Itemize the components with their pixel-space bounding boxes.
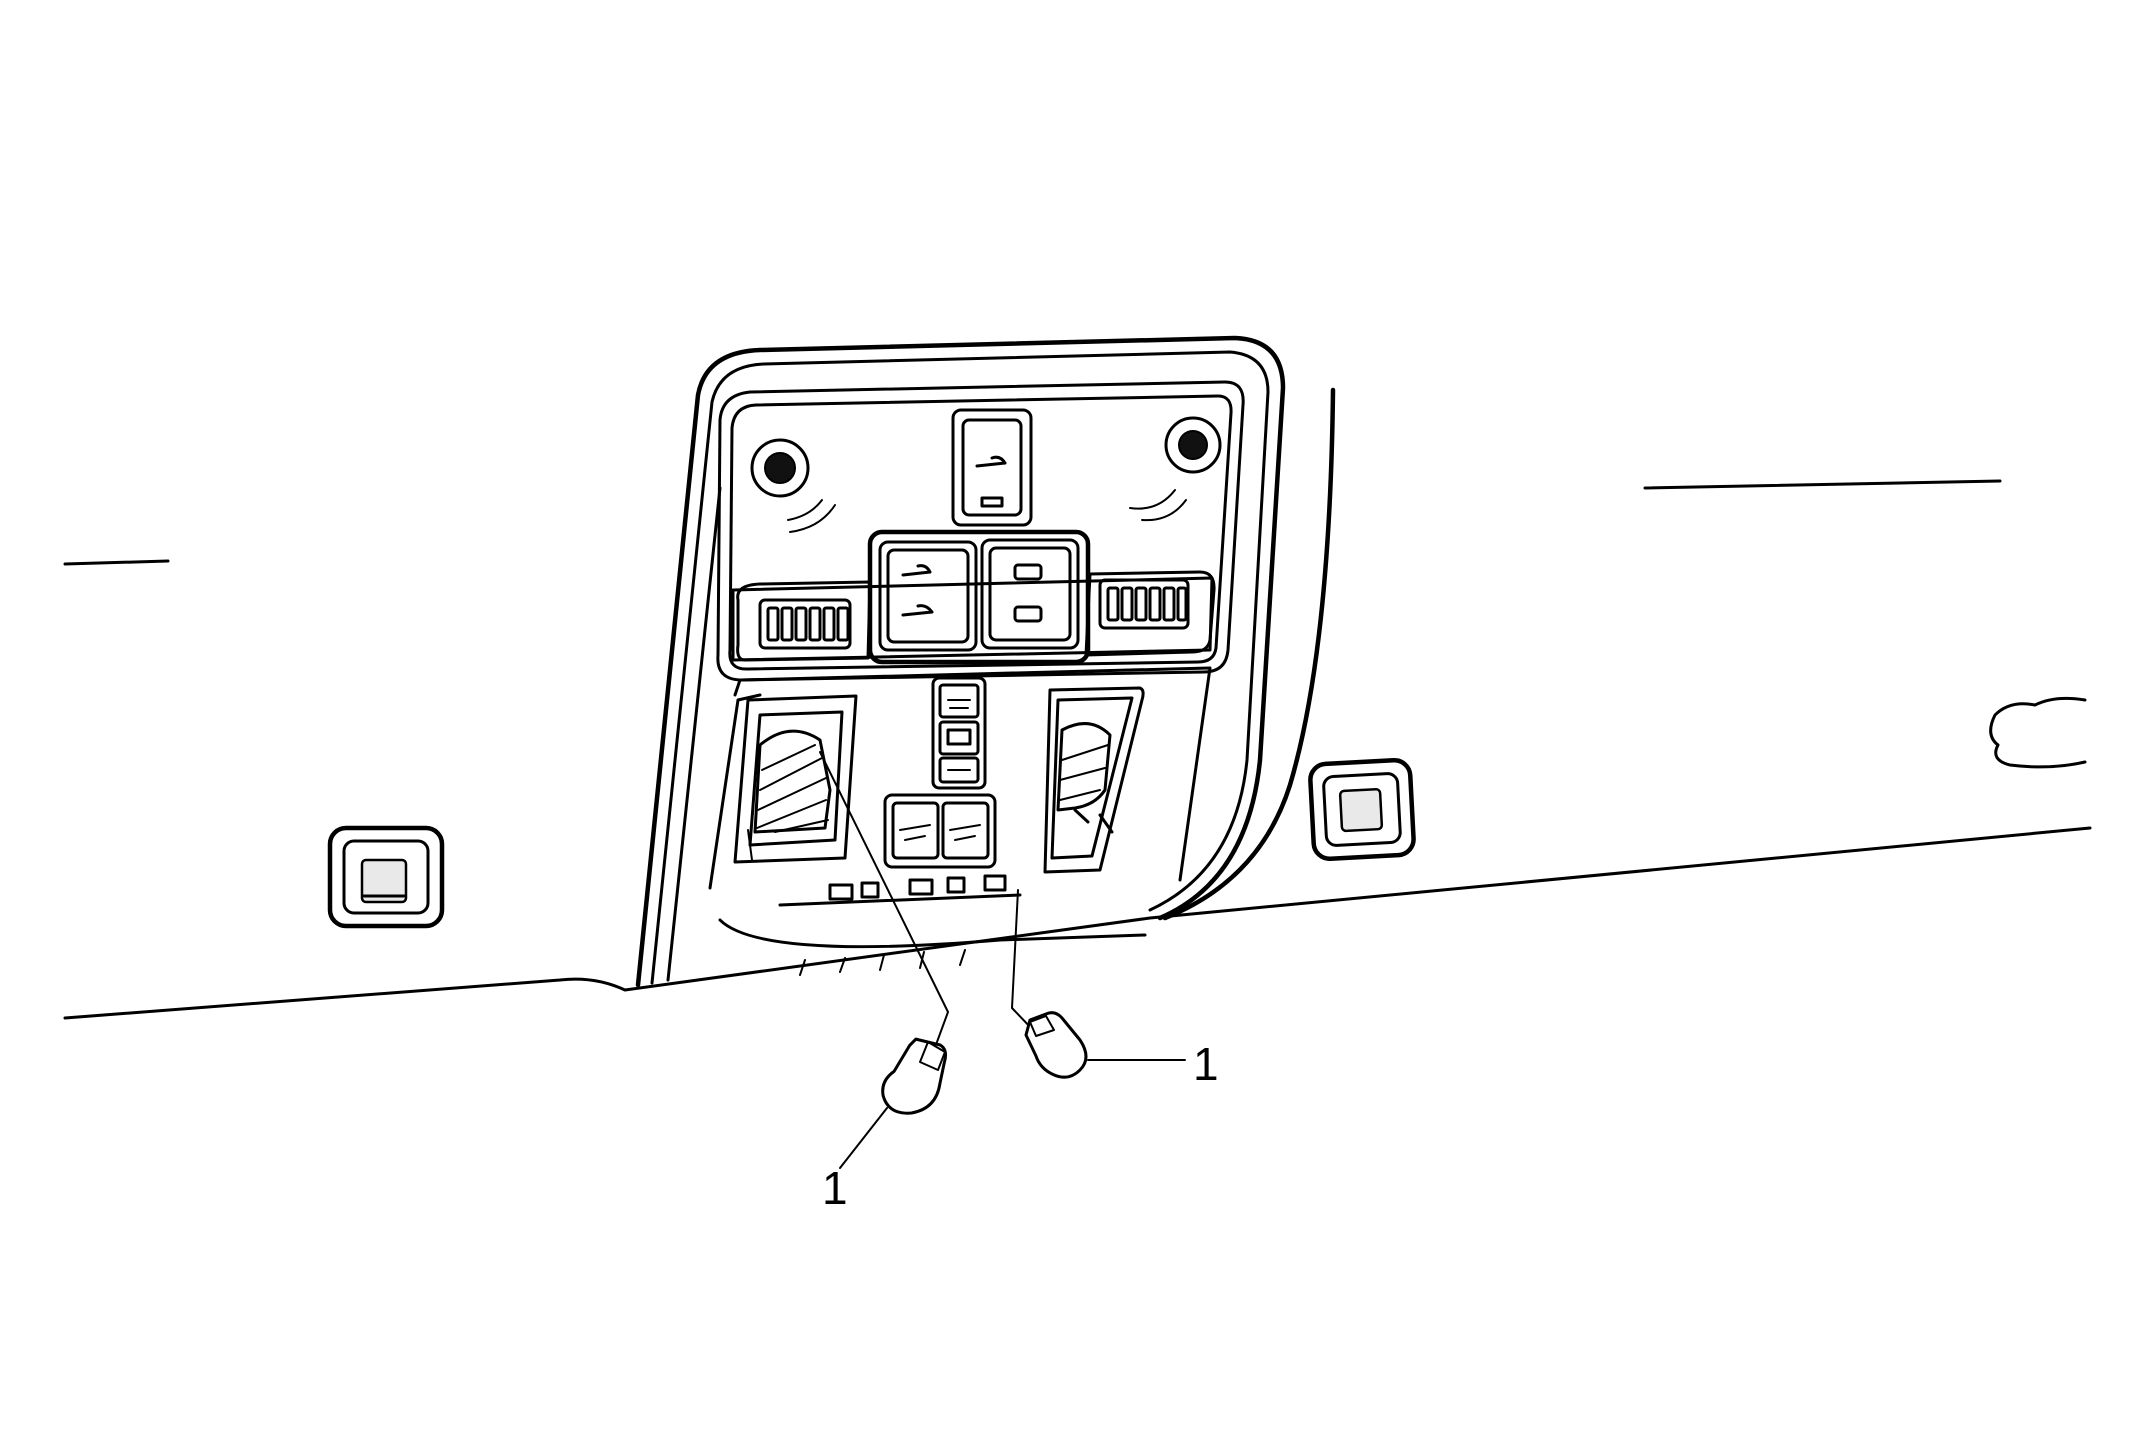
left-headliner-clip (327, 825, 445, 929)
callout-label-right: 1 (1193, 1038, 1219, 1090)
overhead-console (635, 335, 1286, 988)
left-map-lamp (750, 438, 836, 533)
leader-lines (819, 751, 1186, 1169)
sunroof-switch (951, 408, 1033, 527)
right-map-lamp (1129, 416, 1222, 522)
right-bulb (1024, 1011, 1088, 1079)
right-vent (1098, 578, 1190, 630)
right-bulb-socket (1043, 686, 1145, 874)
left-bulb-socket (733, 694, 858, 864)
center-switch-bank (867, 529, 1091, 665)
center-lower-switches (883, 676, 997, 869)
headliner (63, 387, 2092, 1020)
callout-label-left: 1 (822, 1162, 848, 1214)
console-connectors (778, 874, 1022, 976)
left-bulb (881, 1037, 948, 1115)
right-headliner-clip (1308, 758, 1416, 861)
left-vent (758, 598, 852, 650)
